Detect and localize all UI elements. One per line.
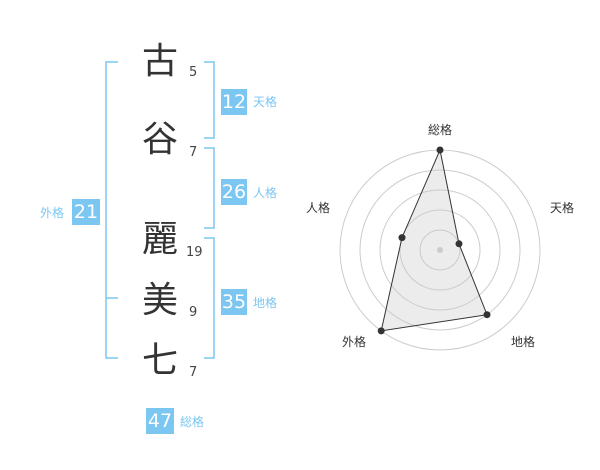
stroke-count-1: 5 bbox=[189, 65, 198, 80]
radar-grid-ring-4 bbox=[359, 169, 521, 331]
jinkaku-value: 26 bbox=[221, 179, 247, 205]
radar-axis-label-chikaku: 地格 bbox=[511, 335, 536, 349]
radar-point-3 bbox=[483, 311, 491, 319]
name-char-4: 美 bbox=[141, 280, 178, 321]
chikaku-bracket bbox=[204, 237, 215, 359]
radar-axis-label-gaikaku: 外格 bbox=[342, 335, 367, 349]
tenkaku-value: 12 bbox=[221, 89, 247, 115]
radar-axis-label-soukaku: 総格 bbox=[428, 123, 453, 137]
tenkaku-bracket bbox=[204, 61, 215, 139]
radar-grid-ring-2 bbox=[399, 209, 481, 291]
name-char-3: 麗 bbox=[141, 219, 178, 260]
radar-axis-label-jinkaku: 人格 bbox=[306, 201, 331, 215]
chikaku-label: 地格 bbox=[253, 296, 278, 310]
radar-point-4 bbox=[377, 327, 385, 335]
radar-point-5 bbox=[398, 234, 406, 242]
gaikaku-label: 外格 bbox=[40, 206, 65, 220]
stroke-count-3: 19 bbox=[186, 245, 203, 260]
chikaku-value: 35 bbox=[221, 289, 247, 315]
name-char-1: 古 bbox=[141, 41, 178, 82]
tenkaku-label: 天格 bbox=[253, 95, 278, 109]
radar-point-1 bbox=[436, 146, 444, 154]
stroke-count-2: 7 bbox=[189, 145, 198, 160]
soukaku-value: 47 bbox=[146, 408, 174, 434]
radar-axis-label-tenkaku: 天格 bbox=[550, 201, 575, 215]
radar-grid-ring-1 bbox=[419, 229, 461, 271]
soukaku-label: 総格 bbox=[180, 415, 205, 429]
name-char-5: 七 bbox=[141, 340, 178, 381]
jinkaku-label: 人格 bbox=[253, 186, 278, 200]
radar-point-2 bbox=[455, 240, 463, 248]
stroke-count-5: 7 bbox=[189, 365, 198, 380]
gaikaku-bracket bbox=[105, 61, 118, 359]
gaikaku-value: 21 bbox=[72, 199, 100, 225]
radar-data-polygon bbox=[380, 148, 488, 332]
radar-grid-ring-3 bbox=[379, 189, 501, 311]
name-char-2: 谷 bbox=[141, 119, 178, 160]
stroke-count-4: 9 bbox=[189, 305, 198, 320]
jinkaku-bracket bbox=[204, 147, 215, 229]
radar-center-dot bbox=[437, 247, 443, 253]
